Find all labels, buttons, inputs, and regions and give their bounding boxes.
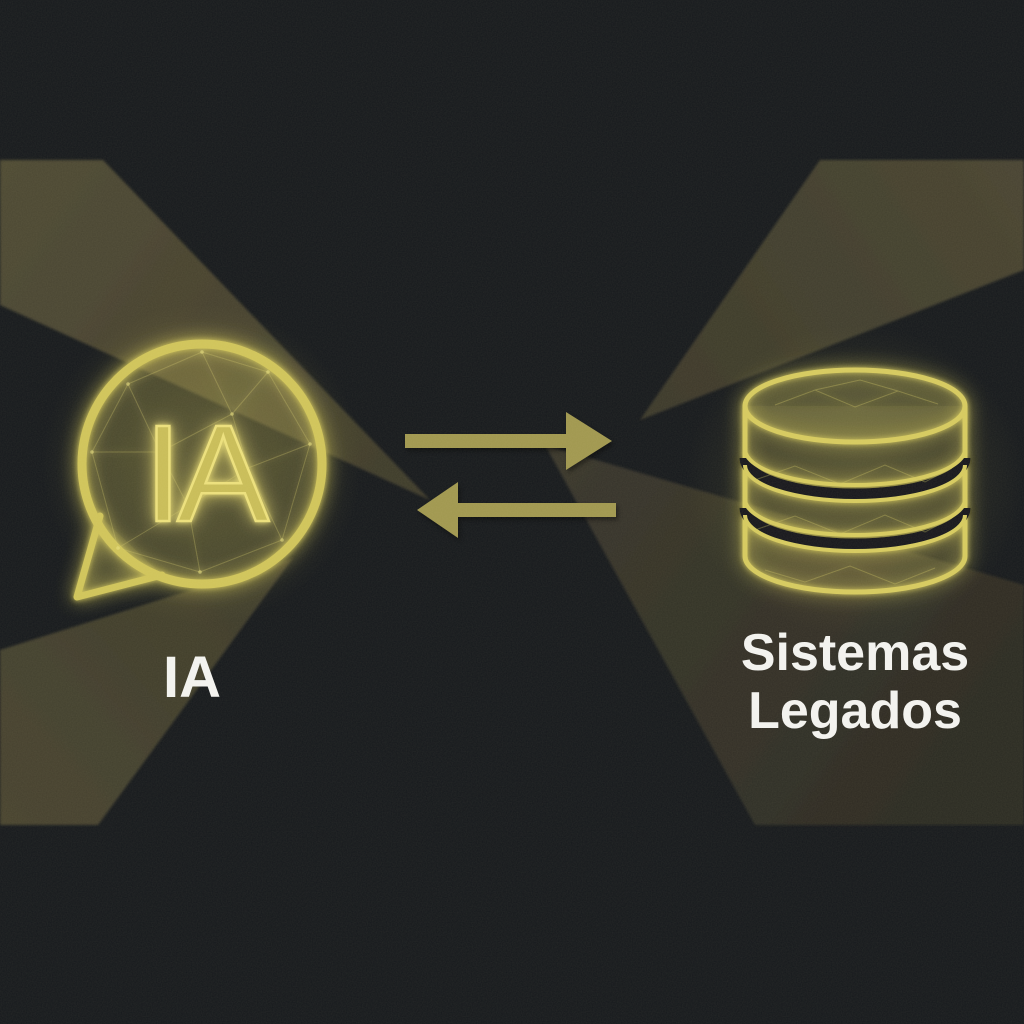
diagram-canvas: IA IA Sistemas Legados <box>0 0 1024 1024</box>
diagram-artwork: IA IA Sistemas Legados <box>0 0 1024 1024</box>
grain-overlay <box>0 0 1024 1024</box>
